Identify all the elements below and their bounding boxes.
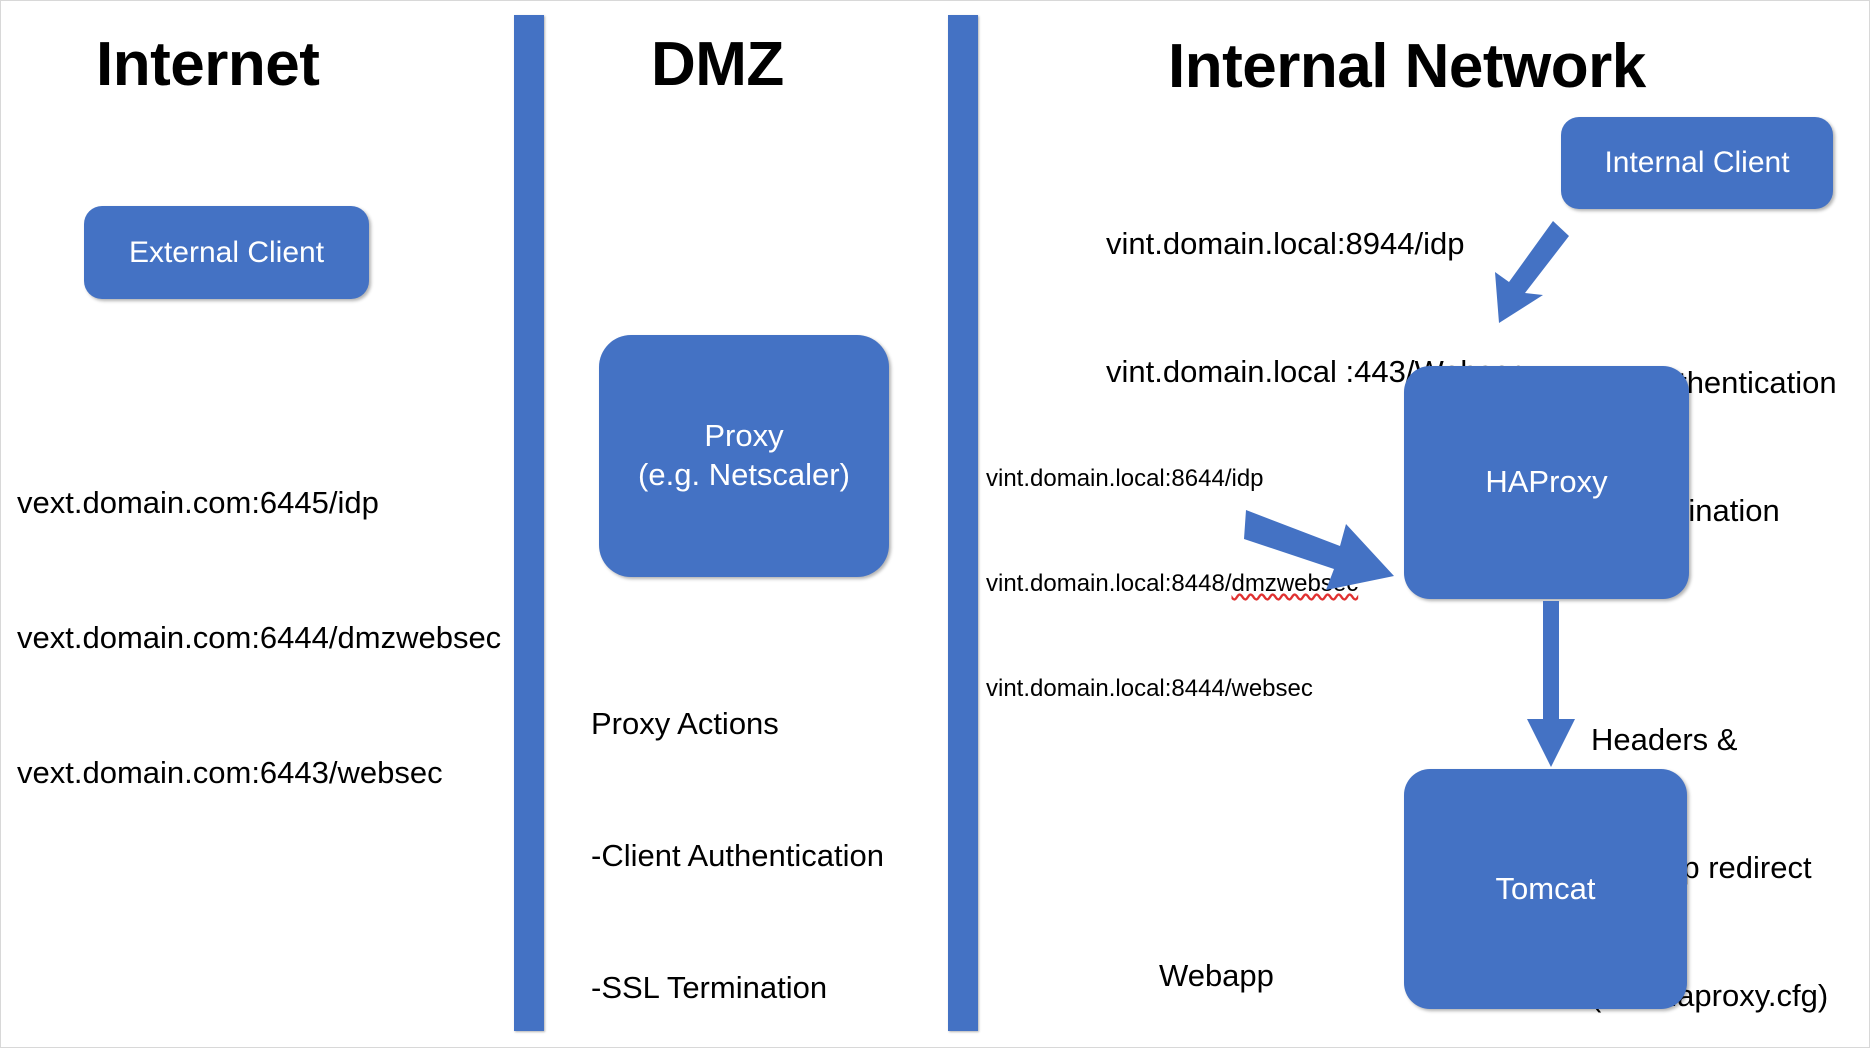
external-url-line-2: vext.domain.com:6444/dmzwebsec bbox=[17, 619, 502, 655]
internal-url-line-1: vint.domain.local:8644/idp bbox=[986, 465, 1264, 493]
text-external-endpoint-urls: vext.domain.com:6445/idp vext.domain.com… bbox=[17, 391, 501, 885]
webapp-config-line-1: Webapp bbox=[1159, 957, 1274, 993]
external-url-line-3: vext.domain.com:6443/websec bbox=[17, 754, 443, 790]
node-internal-client[interactable]: Internal Client bbox=[1561, 117, 1833, 209]
node-external-client-label: External Client bbox=[128, 235, 325, 269]
node-haproxy-label: HAProxy bbox=[1485, 464, 1608, 500]
internal-url-line-3: vint.domain.local:8444/websec bbox=[986, 675, 1313, 703]
proxy-actions-line-1: Proxy Actions bbox=[591, 706, 779, 742]
text-webapp-configuration: Webapp configuration (See server.xml) bbox=[1159, 869, 1385, 1047]
proxy-actions-line-3: -SSL Termination bbox=[591, 970, 828, 1006]
node-external-client[interactable]: External Client bbox=[84, 206, 369, 299]
zone-title-internal-network: Internal Network bbox=[1168, 32, 1646, 101]
zone-title-internet: Internet bbox=[96, 30, 320, 99]
proxy-actions-line-2: -Client Authentication bbox=[591, 838, 884, 874]
node-internal-client-label: Internal Client bbox=[1604, 146, 1790, 180]
arrow-haproxy-to-tomcat-icon bbox=[1527, 601, 1575, 767]
node-haproxy[interactable]: HAProxy bbox=[1404, 366, 1689, 599]
zone-divider-dmz-internal bbox=[948, 15, 978, 1031]
text-proxy-actions: Proxy Actions -Client Authentication -SS… bbox=[591, 614, 915, 1047]
internal-url-line-2-prefix: vint.domain.local:8448/ bbox=[986, 570, 1232, 598]
arrow-dmz-to-haproxy-icon bbox=[1244, 510, 1394, 590]
node-proxy-sublabel: (e.g. Netscaler) bbox=[638, 457, 850, 492]
external-url-line-1: vext.domain.com:6445/idp bbox=[17, 484, 379, 520]
headers-redirect-line-1: Headers & bbox=[1591, 721, 1738, 757]
zone-title-dmz: DMZ bbox=[651, 30, 784, 99]
zone-divider-internet-dmz bbox=[514, 15, 544, 1031]
node-tomcat[interactable]: Tomcat bbox=[1404, 769, 1687, 1009]
node-proxy-label: Proxy bbox=[704, 418, 784, 454]
node-tomcat-label: Tomcat bbox=[1495, 870, 1596, 906]
internal-client-url-line-1: vint.domain.local:8944/idp bbox=[1106, 225, 1465, 261]
node-proxy[interactable]: Proxy (e.g. Netscaler) bbox=[599, 335, 889, 577]
arrow-internal-client-to-haproxy-icon bbox=[1495, 221, 1569, 323]
